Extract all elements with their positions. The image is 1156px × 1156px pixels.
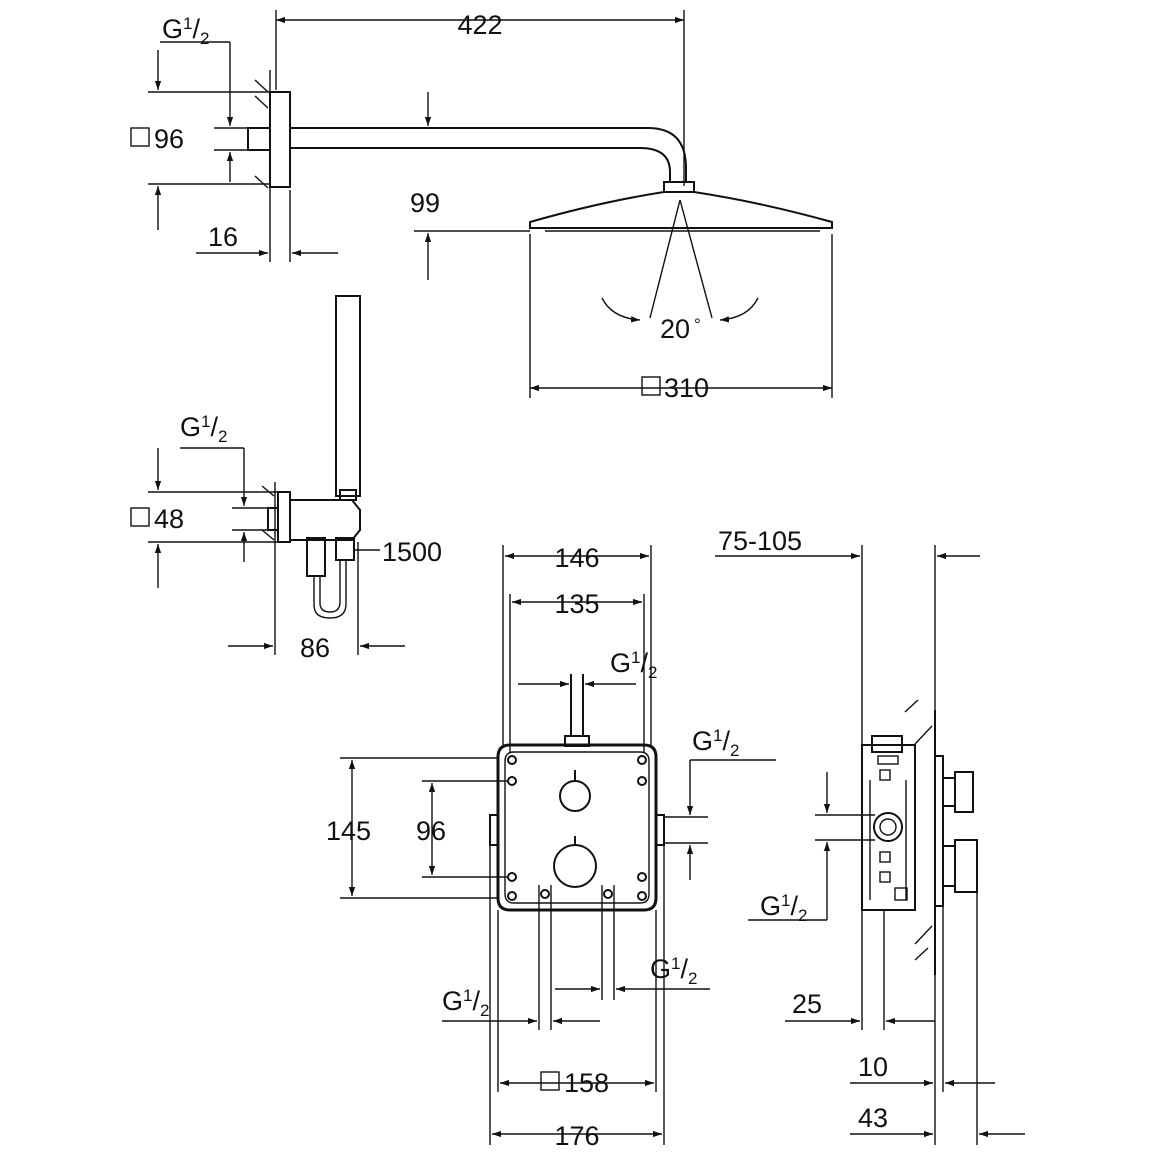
head-size-label: 310 [664,373,709,403]
side-depth-range-label: 75-105 [718,526,802,556]
side-thread-label: G1/2 [760,891,807,925]
mixer-box-side-view: 75-105 G1/2 25 10 43 [715,526,1025,1145]
side-43-label: 43 [858,1103,888,1133]
box-hole-spacing-label: 96 [416,816,446,846]
box-top-thread-label: G1/2 [610,648,657,682]
side-25-label: 25 [792,989,822,1019]
elbow-flange-label: 48 [154,504,184,534]
hose-length-label: 1500 [382,537,442,567]
arm-flange-depth-label: 16 [208,222,238,252]
box-height-label: 145 [326,816,371,846]
hand-shower-view: G1/2 48 1500 86 [130,295,442,663]
shower-arm-view: 422 G1/2 96 16 99 20° [130,10,833,403]
box-bottom-thread-right-label: G1/2 [650,954,697,988]
hose-thread-label: G1/2 [180,412,227,446]
elbow-depth-label: 86 [300,633,330,663]
head-angle-label: 20° [660,314,701,344]
box-right-thread-label: G1/2 [692,726,739,760]
arm-length-label: 422 [457,10,502,40]
box-inner-label: 135 [554,589,599,619]
box-outer-label: 146 [554,543,599,573]
arm-flange-label: 96 [154,124,184,154]
mixer-box-front-view: 146 135 G1/2 G1/2 145 96 [326,543,776,1151]
box-width-label: 176 [554,1121,599,1151]
box-bottom-thread-left-label: G1/2 [442,986,489,1020]
box-square-label: 158 [564,1068,609,1098]
side-10-label: 10 [858,1052,888,1082]
head-height-label: 99 [410,188,440,218]
arm-thread-label: G1/2 [162,14,209,48]
